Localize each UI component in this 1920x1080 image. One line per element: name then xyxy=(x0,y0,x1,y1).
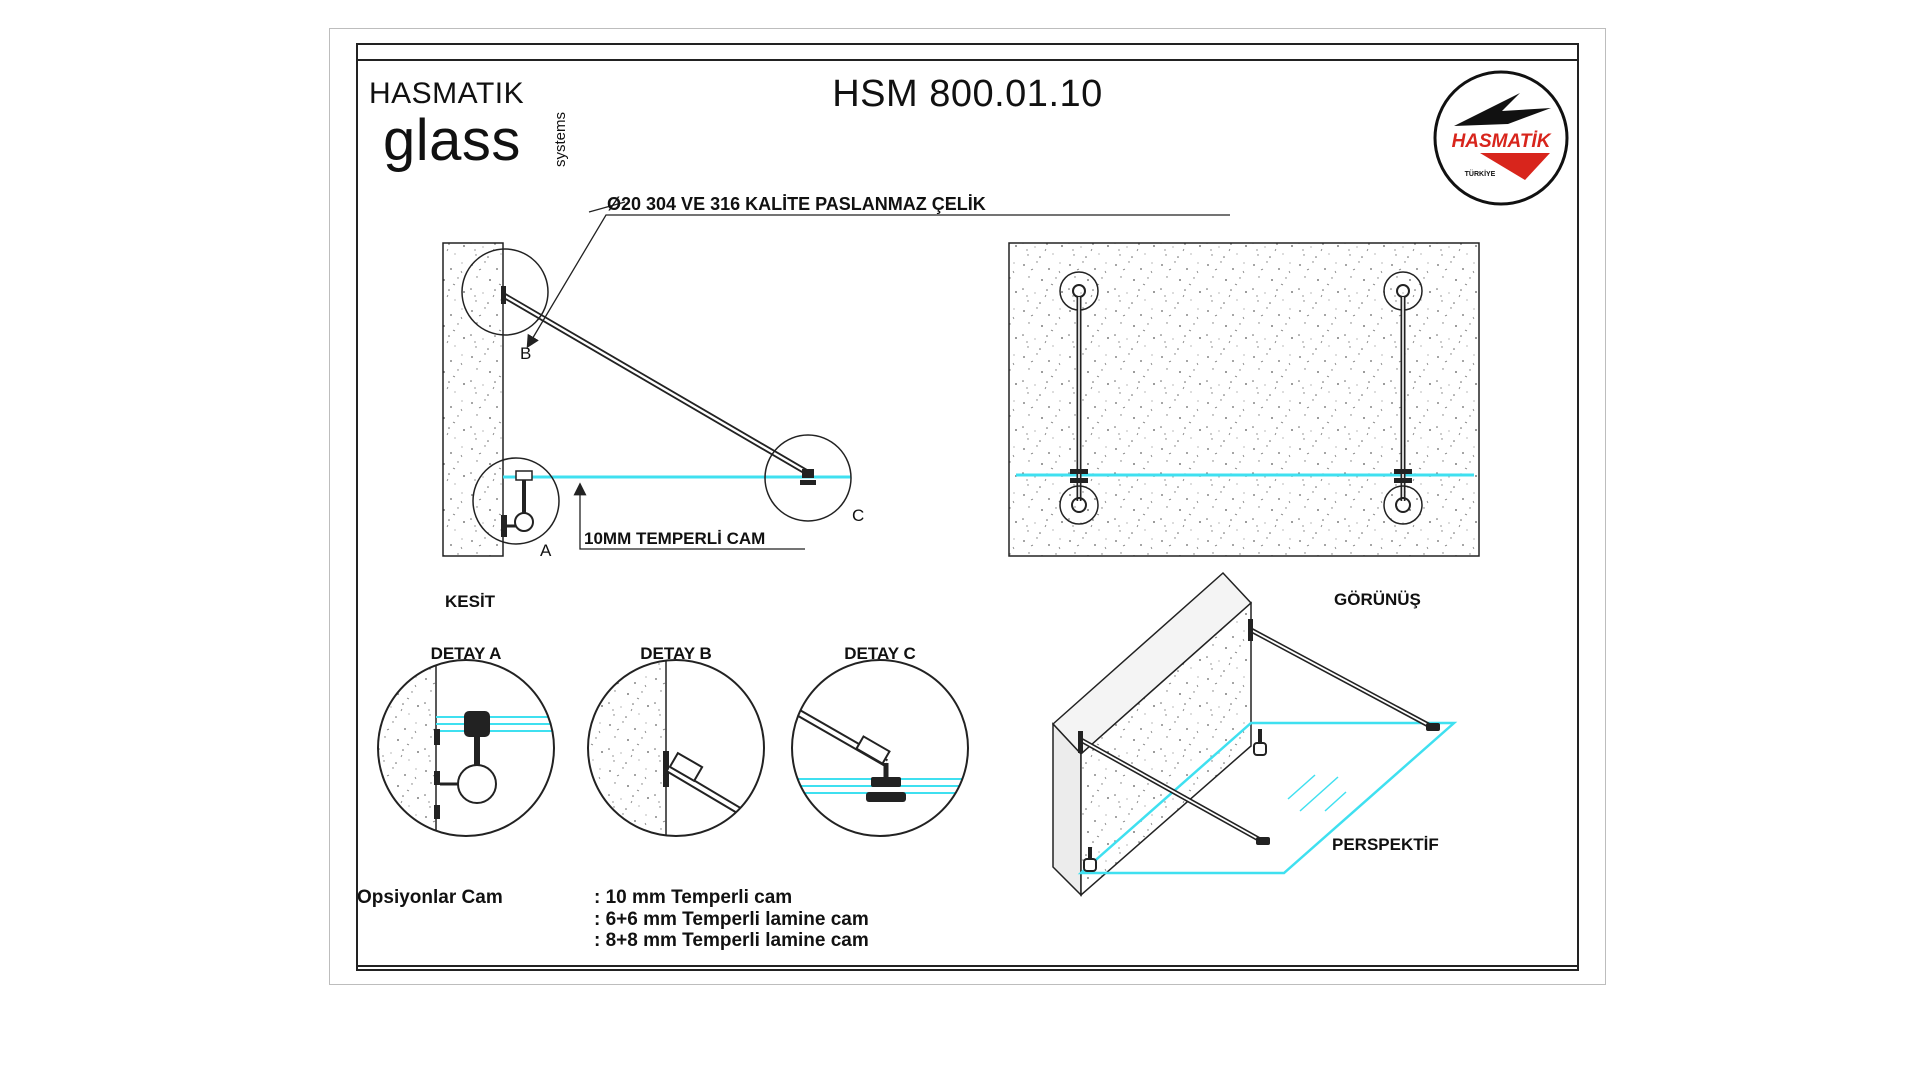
option-item: : 6+6 mm Temperli lamine cam xyxy=(594,909,869,930)
detail-a-title: DETAY A xyxy=(431,644,502,663)
detail-a xyxy=(377,659,555,837)
front-fitting-right xyxy=(1383,271,1423,525)
brand-name-top: HASMATIK xyxy=(369,77,525,110)
detail-b-title: DETAY B xyxy=(640,644,712,663)
option-item: : 10 mm Temperli cam xyxy=(594,887,793,908)
perspective-view xyxy=(1051,571,1458,897)
front-view xyxy=(1008,242,1480,557)
logo-country: TÜRKİYE xyxy=(1465,169,1496,178)
steel-spec-label: Ø20 304 VE 316 KALİTE PASLANMAZ ÇELİK xyxy=(607,194,986,214)
options-title: Opsiyonlar Cam xyxy=(357,887,503,908)
marker-b: B xyxy=(520,344,531,363)
brand-name-main: glass xyxy=(383,108,521,173)
front-view-caption: GÖRÜNÜŞ xyxy=(1334,590,1421,609)
hasmatik-logo xyxy=(1433,70,1569,206)
marker-c: C xyxy=(852,506,864,525)
front-fitting-left xyxy=(1059,271,1099,525)
logo-wordmark: HASMATİK xyxy=(1452,131,1552,152)
perspective-caption: PERSPEKTİF xyxy=(1332,835,1439,854)
technical-drawing: HASMATİK TÜRKİYE xyxy=(377,70,1569,897)
section-caption: KESİT xyxy=(445,592,496,611)
glass-spec-label: 10MM TEMPERLİ CAM xyxy=(584,529,765,548)
brand-name-side: systems xyxy=(552,111,569,167)
marker-a: A xyxy=(540,541,552,560)
detail-b xyxy=(587,659,765,837)
product-code: HSM 800.01.10 xyxy=(832,73,1103,115)
inner-frame xyxy=(356,59,1579,967)
detail-c xyxy=(791,659,969,837)
drawing-sheet: HASMATİK TÜRKİYE xyxy=(329,28,1606,985)
section-view xyxy=(442,201,1230,557)
detail-c-title: DETAY C xyxy=(844,644,916,663)
option-item: : 8+8 mm Temperli lamine cam xyxy=(594,930,869,951)
